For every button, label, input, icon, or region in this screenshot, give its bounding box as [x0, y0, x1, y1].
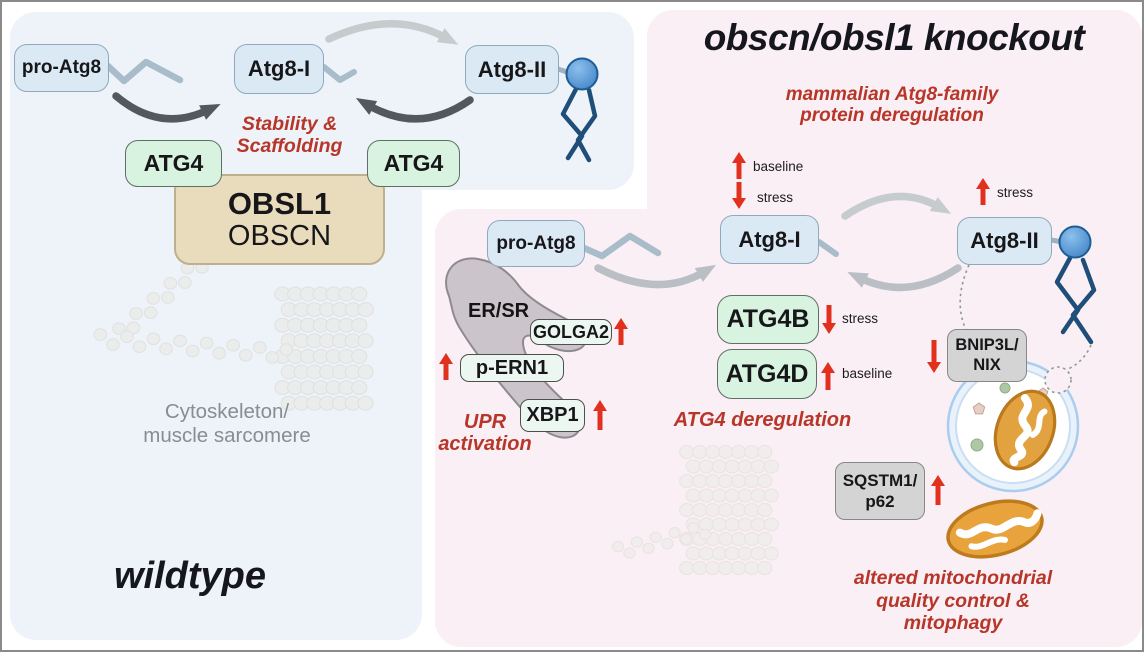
node-atg4-left: ATG4	[125, 140, 222, 187]
stress-label: stress	[757, 190, 794, 205]
stress-label: stress	[842, 311, 879, 326]
upr-activation-note: UPR activation	[438, 411, 532, 455]
knockout-subtitle: mammalian Atg8-family protein deregulati…	[785, 84, 999, 126]
up-arrow-icon	[975, 178, 990, 205]
node-p-ern1: p-ERN1	[460, 354, 564, 382]
up-arrow-icon	[930, 475, 945, 505]
down-arrow-icon	[731, 182, 746, 209]
obsl1-label: OBSL1	[227, 186, 332, 221]
up-arrow-icon	[820, 362, 835, 390]
node-pro-atg8-wt: pro-Atg8	[14, 44, 109, 92]
node-xbp1: XBP1	[520, 399, 585, 432]
down-arrow-icon	[926, 340, 941, 373]
node-atg8-i-wt: Atg8-I	[234, 44, 324, 94]
atg4-deregulation-note: ATG4 deregulation	[673, 409, 852, 431]
node-bnip3l-nix: BNIP3L/ NIX	[947, 329, 1027, 382]
er-sr-label: ER/SR	[468, 300, 530, 322]
obscn-label: OBSCN	[227, 219, 332, 252]
cytoskeleton-caption: Cytoskeleton/ muscle sarcomere	[143, 400, 311, 447]
node-golga2: GOLGA2	[530, 319, 612, 345]
up-arrow-icon	[592, 400, 607, 430]
down-arrow-icon	[821, 305, 836, 334]
baseline-label: baseline	[753, 159, 804, 174]
knockout-title: obscn/obsl1 knockout	[703, 17, 1085, 58]
up-arrow-icon	[613, 318, 628, 345]
node-obsl1-obscn: OBSL1 OBSCN	[174, 174, 385, 265]
mitophagy-note: altered mitochondrial quality control & …	[853, 567, 1053, 634]
up-arrow-icon	[731, 152, 746, 179]
node-atg4b: ATG4B	[717, 295, 819, 344]
node-pro-atg8-ko: pro-Atg8	[487, 220, 585, 267]
node-atg4-right: ATG4	[367, 140, 460, 187]
node-atg8-i-ko: Atg8-I	[720, 215, 819, 264]
wildtype-panel-label: wildtype	[114, 555, 267, 597]
up-arrow-icon	[438, 353, 453, 380]
node-atg8-ii-ko: Atg8-II	[957, 217, 1052, 265]
node-sqstm1-p62: SQSTM1/ p62	[835, 462, 925, 520]
wildtype-panel-background-tall	[10, 12, 422, 640]
stress-label: stress	[997, 185, 1034, 200]
baseline-label: baseline	[842, 366, 893, 381]
stability-scaffolding-note: Stability & Scaffolding	[236, 113, 343, 157]
node-atg8-ii-wt: Atg8-II	[465, 45, 559, 94]
node-atg4d: ATG4D	[717, 349, 817, 399]
